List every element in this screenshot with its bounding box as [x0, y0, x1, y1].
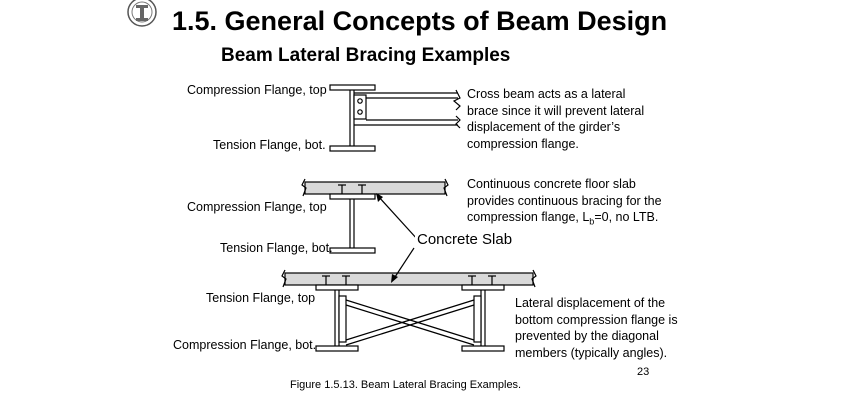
description-diagonal: Lateral displacement of the bottom compr… [515, 296, 678, 360]
description-slab: Continuous concrete floor slab provides … [467, 176, 677, 230]
arrowhead-up [376, 193, 383, 202]
arrowhead-down [391, 274, 398, 283]
example2-beam [329, 193, 376, 254]
page-number: 23 [637, 366, 650, 378]
label-compression-flange-bot-3: Compression Flange, bot. [173, 338, 317, 352]
example1-girder [329, 84, 376, 152]
example1-connection-plate [353, 94, 367, 120]
page-title: 1.5. General Concepts of Beam Design [172, 6, 668, 36]
label-tension-flange-bot-2: Tension Flange, bot. [220, 241, 333, 255]
page-subtitle: Beam Lateral Bracing Examples [221, 45, 511, 66]
description-cross-beam: Cross beam acts as a lateral brace since… [467, 87, 645, 151]
label-tension-flange-top-3: Tension Flange, top [206, 291, 316, 305]
label-tension-flange-bot-1: Tension Flange, bot. [213, 138, 326, 152]
description-slab-suffix: =0, no LTB. [594, 210, 659, 224]
example1-cross-beam [354, 89, 461, 129]
label-compression-flange-top-1: Compression Flange, top [187, 83, 327, 97]
example3-diagonal-braces [345, 299, 475, 346]
example3-shear-studs [322, 275, 496, 285]
concrete-slab-label: Concrete Slab [415, 231, 515, 248]
example2-shear-studs [338, 184, 366, 194]
label-compression-flange-top-2: Compression Flange, top [187, 200, 327, 214]
figure-caption: Figure 1.5.13. Beam Lateral Bracing Exam… [290, 379, 522, 391]
description-slab-subscript: b [589, 216, 595, 227]
example3-left-beam [315, 284, 359, 352]
example3-right-beam [461, 284, 505, 352]
description-slab-prefix: Continuous concrete floor slab provides … [467, 177, 662, 224]
concrete-slab-arrows [377, 195, 419, 281]
